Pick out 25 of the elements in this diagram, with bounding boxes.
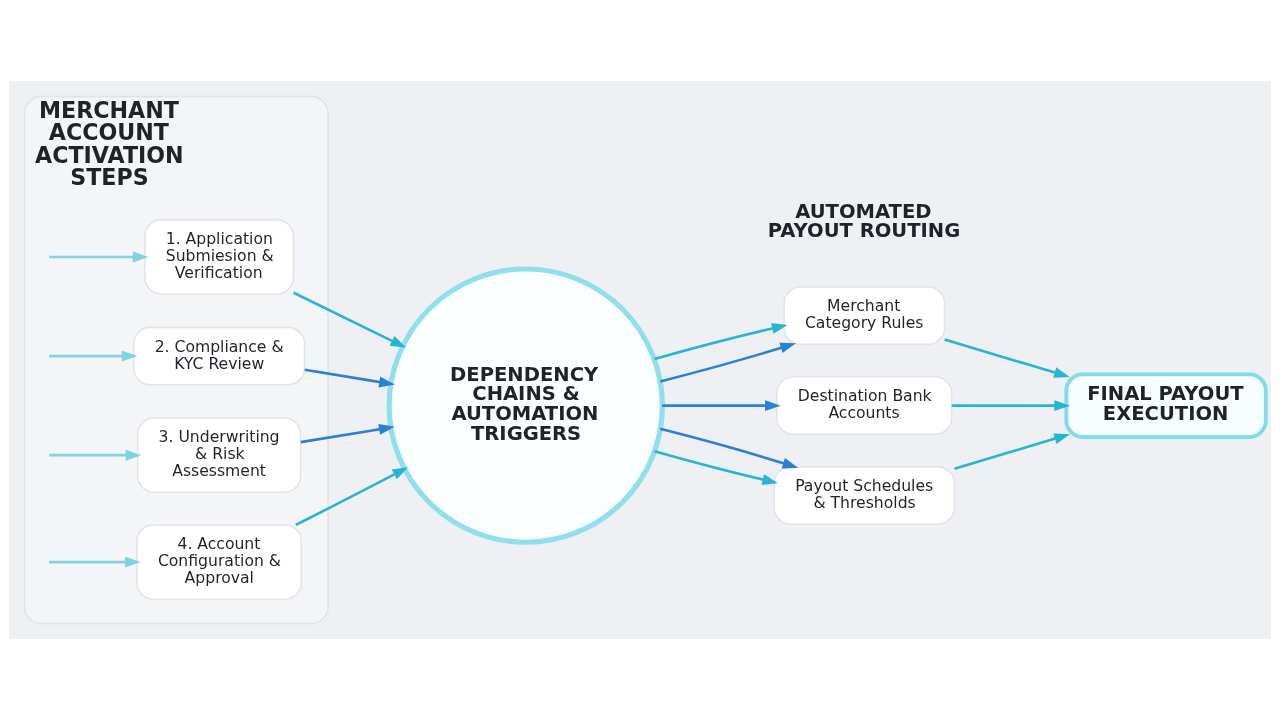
arrow	[49, 449, 142, 461]
arrow	[954, 433, 1070, 471]
arrow	[654, 323, 788, 361]
arrow	[654, 449, 779, 485]
arrow	[944, 338, 1070, 378]
arrow	[49, 251, 149, 263]
arrow	[659, 427, 799, 469]
arrow	[295, 467, 409, 527]
arrow	[304, 368, 395, 388]
node-box: FINAL PAYOUT EXECUTION	[1064, 372, 1268, 439]
arrow	[49, 350, 138, 362]
arrow	[293, 291, 407, 348]
node-box: Merchant Category Rules	[783, 286, 946, 346]
node-box: 4. Account Configuration & Approval	[136, 524, 303, 600]
node-box: 2. Compliance & KYC Review	[133, 326, 306, 386]
arrow	[300, 423, 395, 444]
arrow	[49, 556, 141, 568]
arrow	[951, 400, 1071, 412]
node-box: Destination Bank Accounts	[776, 376, 953, 436]
label: AUTOMATED PAYOUT ROUTING	[767, 199, 961, 243]
node-box: Payout Schedules & Thresholds	[773, 466, 955, 526]
arrow	[659, 342, 796, 383]
arrow	[662, 400, 781, 412]
node-box: 1. Application Submiesion & Verification	[144, 219, 295, 295]
node-box: 3. Underwriting & Risk Assessment	[136, 417, 302, 494]
